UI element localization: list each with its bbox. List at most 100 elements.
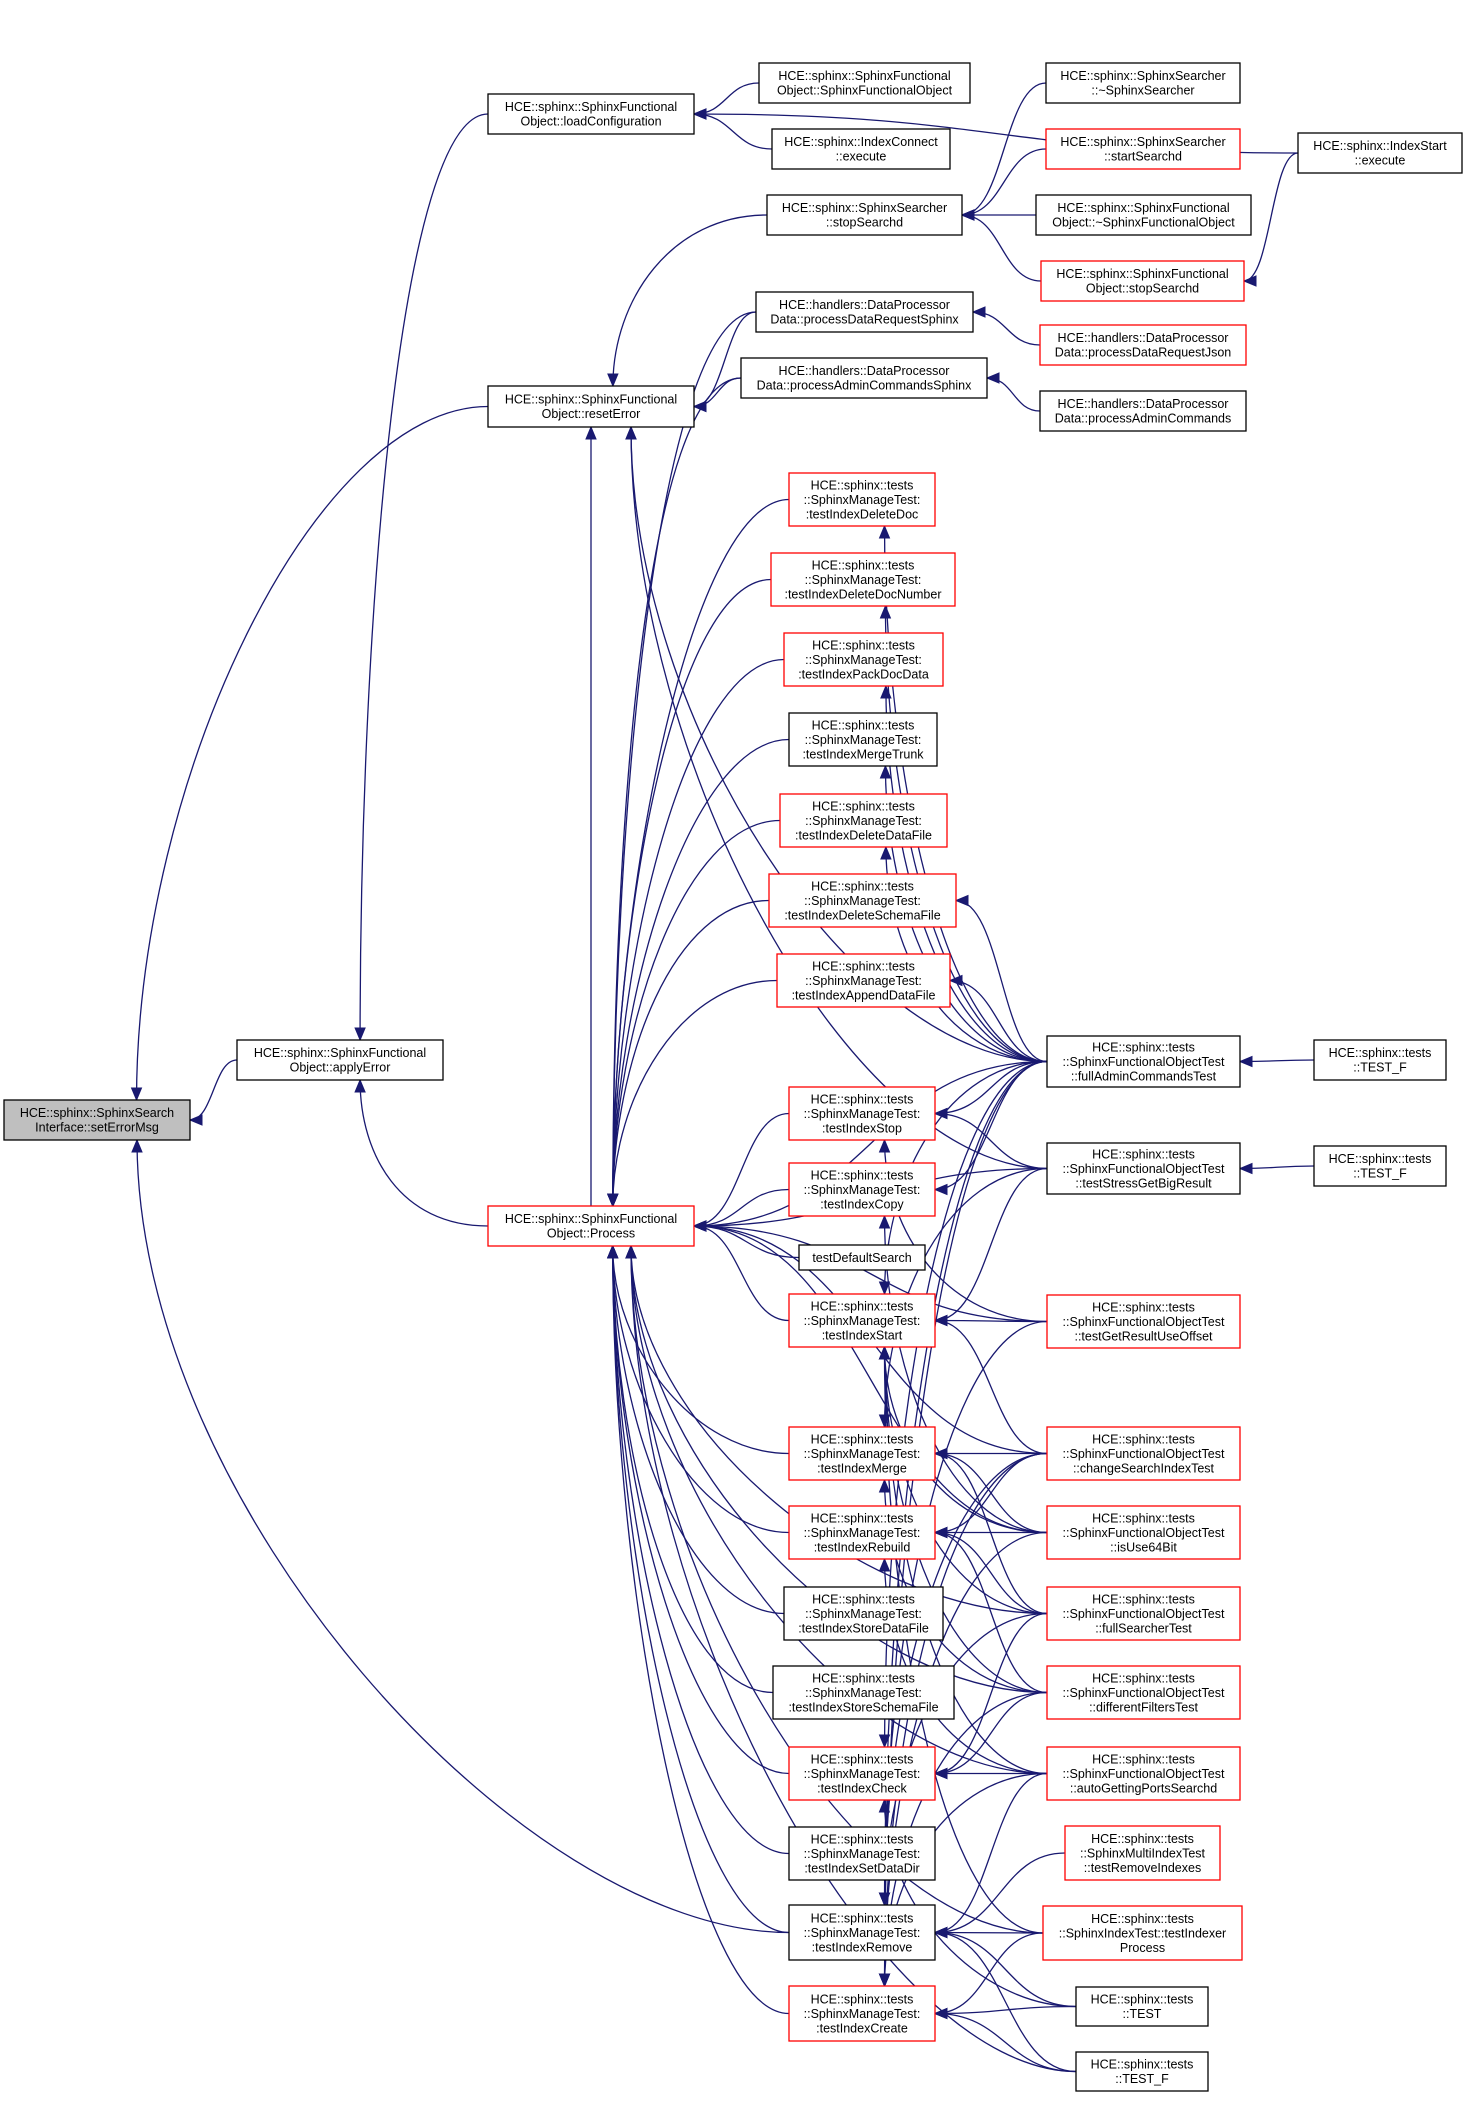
node-ssstop-searchd[interactable]: HCE::sphinx::SphinxSearcher::stopSearchd bbox=[766, 194, 963, 236]
node-test-f-2[interactable]: HCE::sphinx::tests::TEST_F bbox=[1313, 1145, 1447, 1187]
node-test-f-bottom[interactable]: HCE::sphinx::tests::TEST_F bbox=[1075, 2051, 1209, 2092]
node-auto-ports[interactable]: HCE::sphinx::tests::SphinxFunctionalObje… bbox=[1046, 1746, 1241, 1801]
node-box[interactable] bbox=[788, 1505, 936, 1560]
node-index-start[interactable]: HCE::sphinx::IndexStart::execute bbox=[1297, 132, 1463, 174]
node-box[interactable] bbox=[788, 1985, 936, 2042]
node-t-start[interactable]: HCE::sphinx::tests::SphinxManageTest::te… bbox=[788, 1293, 936, 1348]
node-box[interactable] bbox=[1042, 1905, 1243, 1961]
node-process[interactable]: HCE::sphinx::SphinxFunctionalObject::Pro… bbox=[487, 1205, 695, 1247]
node-box[interactable] bbox=[487, 1205, 695, 1247]
node-box[interactable] bbox=[1035, 194, 1252, 236]
node-start-searchd[interactable]: HCE::sphinx::SphinxSearcher::startSearch… bbox=[1045, 128, 1241, 170]
node-change-search-index[interactable]: HCE::sphinx::tests::SphinxFunctionalObje… bbox=[1046, 1426, 1241, 1481]
node-box[interactable] bbox=[1064, 1825, 1221, 1881]
node-reset-error[interactable]: HCE::sphinx::SphinxFunctionalObject::res… bbox=[487, 385, 695, 428]
node-p-drjson[interactable]: HCE::handlers::DataProcessorData::proces… bbox=[1039, 324, 1247, 366]
node-t-create[interactable]: HCE::sphinx::tests::SphinxManageTest::te… bbox=[788, 1985, 936, 2042]
node-box[interactable] bbox=[1297, 132, 1463, 174]
node-box[interactable] bbox=[1046, 1586, 1241, 1641]
node-box[interactable] bbox=[770, 552, 956, 607]
node-indexer-process[interactable]: HCE::sphinx::tests::SphinxIndexTest::tes… bbox=[1042, 1905, 1243, 1961]
node-t-delete-doc-number[interactable]: HCE::sphinx::tests::SphinxManageTest::te… bbox=[770, 552, 956, 607]
node-box[interactable] bbox=[1046, 1426, 1241, 1481]
node-box[interactable] bbox=[755, 291, 974, 333]
node-apply-error[interactable]: HCE::sphinx::SphinxFunctionalObject::app… bbox=[236, 1039, 444, 1081]
node-box[interactable] bbox=[1313, 1145, 1447, 1187]
node-test[interactable]: HCE::sphinx::tests::TEST bbox=[1075, 1986, 1209, 2027]
node-box[interactable] bbox=[788, 1826, 936, 1881]
node-box[interactable] bbox=[236, 1039, 444, 1081]
node-box[interactable] bbox=[783, 632, 944, 687]
node-test-f-1[interactable]: HCE::sphinx::tests::TEST_F bbox=[1313, 1039, 1447, 1081]
node-set-error-msg[interactable]: HCE::sphinx::SphinxSearchInterface::setE… bbox=[3, 1099, 191, 1141]
node-box[interactable] bbox=[779, 793, 948, 848]
node-box[interactable] bbox=[768, 873, 957, 928]
node-remove-indexes[interactable]: HCE::sphinx::tests::SphinxMultiIndexTest… bbox=[1064, 1825, 1221, 1881]
node-t-remove[interactable]: HCE::sphinx::tests::SphinxManageTest::te… bbox=[788, 1904, 936, 1961]
node-is-use64-bit[interactable]: HCE::sphinx::tests::SphinxFunctionalObje… bbox=[1046, 1505, 1241, 1560]
node-t-delete-data-file[interactable]: HCE::sphinx::tests::SphinxManageTest::te… bbox=[779, 793, 948, 848]
node-index-connect[interactable]: HCE::sphinx::IndexConnect::execute bbox=[771, 128, 951, 170]
node-t-check[interactable]: HCE::sphinx::tests::SphinxManageTest::te… bbox=[788, 1746, 936, 1801]
node-box[interactable] bbox=[771, 128, 951, 170]
node-t-default-search[interactable]: testDefaultSearch bbox=[798, 1244, 926, 1271]
node-box[interactable] bbox=[1040, 260, 1245, 302]
node-box[interactable] bbox=[758, 62, 971, 104]
node-get-result-offset[interactable]: HCE::sphinx::tests::SphinxFunctionalObje… bbox=[1046, 1294, 1241, 1349]
node-ssdtor[interactable]: HCE::sphinx::SphinxSearcher::~SphinxSear… bbox=[1045, 62, 1241, 104]
node-sfoctor[interactable]: HCE::sphinx::SphinxFunctionalObject::Sph… bbox=[758, 62, 971, 104]
node-load-configuration[interactable]: HCE::sphinx::SphinxFunctionalObject::loa… bbox=[487, 93, 695, 135]
node-p-admin-cmds[interactable]: HCE::handlers::DataProcessorData::proces… bbox=[1039, 390, 1247, 432]
node-fostop-searchd[interactable]: HCE::sphinx::SphinxFunctionalObject::sto… bbox=[1040, 260, 1245, 302]
node-box[interactable] bbox=[788, 712, 938, 767]
node-box[interactable] bbox=[740, 357, 988, 399]
node-box[interactable] bbox=[487, 385, 695, 428]
node-box[interactable] bbox=[1046, 1294, 1241, 1349]
node-t-store-schema-file[interactable]: HCE::sphinx::tests::SphinxManageTest::te… bbox=[772, 1665, 955, 1720]
node-box[interactable] bbox=[788, 1426, 936, 1481]
node-box[interactable] bbox=[1075, 2051, 1209, 2092]
node-box[interactable] bbox=[788, 1293, 936, 1348]
node-t-set-data-dir[interactable]: HCE::sphinx::tests::SphinxManageTest::te… bbox=[788, 1826, 936, 1881]
node-t-delete-doc[interactable]: HCE::sphinx::tests::SphinxManageTest::te… bbox=[788, 472, 936, 527]
node-box[interactable] bbox=[1313, 1039, 1447, 1081]
node-box[interactable] bbox=[1045, 62, 1241, 104]
node-box[interactable] bbox=[772, 1665, 955, 1720]
node-box[interactable] bbox=[1046, 1665, 1241, 1720]
node-p-acsphinx[interactable]: HCE::handlers::DataProcessorData::proces… bbox=[740, 357, 988, 399]
node-box[interactable] bbox=[788, 1746, 936, 1801]
node-p-drsphinx[interactable]: HCE::handlers::DataProcessorData::proces… bbox=[755, 291, 974, 333]
node-t-pack-doc-data[interactable]: HCE::sphinx::tests::SphinxManageTest::te… bbox=[783, 632, 944, 687]
node-box[interactable] bbox=[798, 1244, 926, 1271]
node-full-admin[interactable]: HCE::sphinx::tests::SphinxFunctionalObje… bbox=[1046, 1035, 1241, 1088]
node-box[interactable] bbox=[487, 93, 695, 135]
node-box[interactable] bbox=[788, 472, 936, 527]
node-t-copy[interactable]: HCE::sphinx::tests::SphinxManageTest::te… bbox=[788, 1162, 936, 1217]
node-box[interactable] bbox=[1046, 1035, 1241, 1088]
node-box[interactable] bbox=[788, 1086, 936, 1141]
node-box[interactable] bbox=[1046, 1142, 1241, 1195]
node-sfodtor[interactable]: HCE::sphinx::SphinxFunctionalObject::~Sp… bbox=[1035, 194, 1252, 236]
node-t-append-data-file[interactable]: HCE::sphinx::tests::SphinxManageTest::te… bbox=[776, 953, 951, 1008]
node-box[interactable] bbox=[788, 1162, 936, 1217]
node-box[interactable] bbox=[766, 194, 963, 236]
node-box[interactable] bbox=[1075, 1986, 1209, 2027]
node-box[interactable] bbox=[1039, 390, 1247, 432]
node-t-merge-trunk[interactable]: HCE::sphinx::tests::SphinxManageTest::te… bbox=[788, 712, 938, 767]
node-different-filters[interactable]: HCE::sphinx::tests::SphinxFunctionalObje… bbox=[1046, 1665, 1241, 1720]
node-box[interactable] bbox=[1046, 1505, 1241, 1560]
node-box[interactable] bbox=[1046, 1746, 1241, 1801]
node-box[interactable] bbox=[1039, 324, 1247, 366]
node-t-stop[interactable]: HCE::sphinx::tests::SphinxManageTest::te… bbox=[788, 1086, 936, 1141]
node-box[interactable] bbox=[3, 1099, 191, 1141]
node-full-searcher[interactable]: HCE::sphinx::tests::SphinxFunctionalObje… bbox=[1046, 1586, 1241, 1641]
node-box[interactable] bbox=[783, 1586, 944, 1641]
node-stress-big[interactable]: HCE::sphinx::tests::SphinxFunctionalObje… bbox=[1046, 1142, 1241, 1195]
node-t-store-data-file[interactable]: HCE::sphinx::tests::SphinxManageTest::te… bbox=[783, 1586, 944, 1641]
node-box[interactable] bbox=[1045, 128, 1241, 170]
node-t-merge[interactable]: HCE::sphinx::tests::SphinxManageTest::te… bbox=[788, 1426, 936, 1481]
node-box[interactable] bbox=[788, 1904, 936, 1961]
node-t-delete-schema-file[interactable]: HCE::sphinx::tests::SphinxManageTest::te… bbox=[768, 873, 957, 928]
node-t-rebuild[interactable]: HCE::sphinx::tests::SphinxManageTest::te… bbox=[788, 1505, 936, 1560]
node-box[interactable] bbox=[776, 953, 951, 1008]
